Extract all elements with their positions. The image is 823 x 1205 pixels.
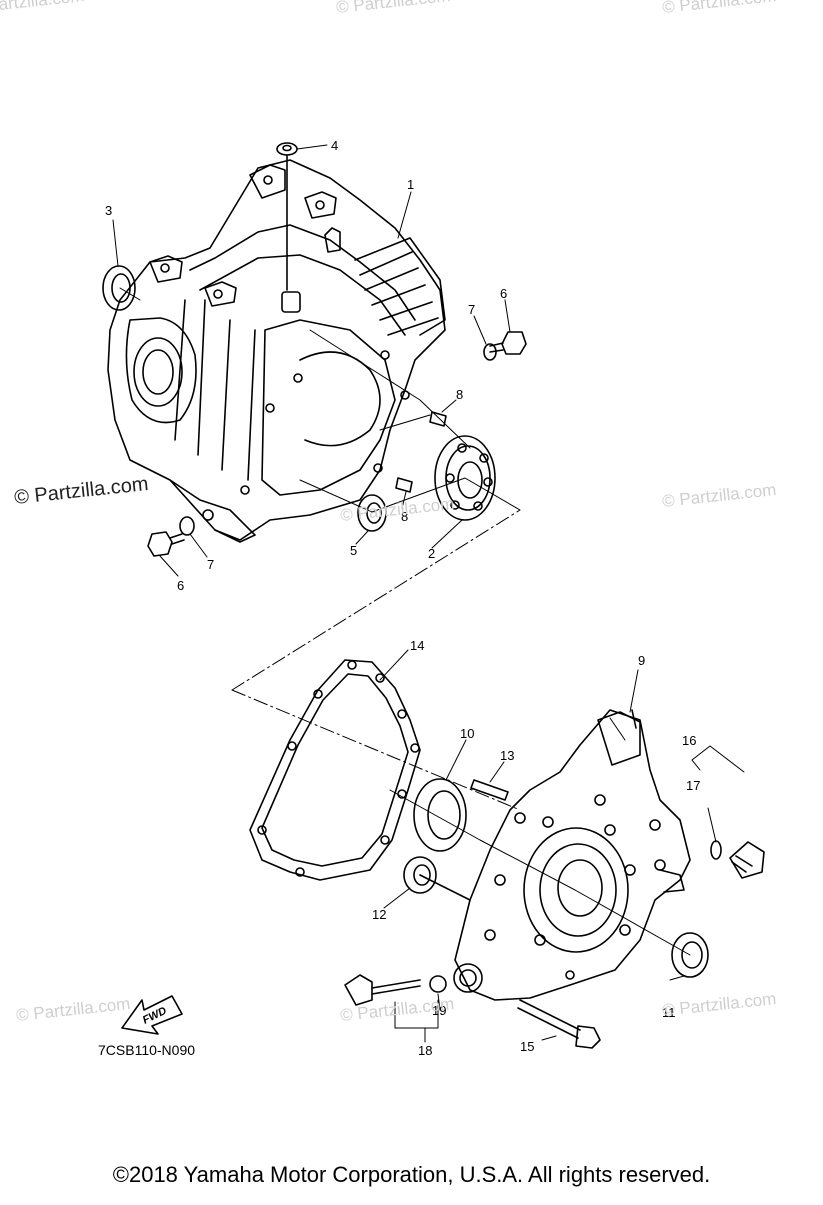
- callout-7-lower: 7: [207, 557, 214, 572]
- callout-12: 12: [372, 907, 386, 922]
- o-ring-17-part: [710, 840, 722, 860]
- callout-8-upper: 8: [456, 387, 463, 402]
- leader-lines: [112, 144, 745, 1043]
- washer-7-lower-part: [179, 516, 195, 536]
- copyright-notice: ©2018 Yamaha Motor Corporation, U.S.A. A…: [112, 1162, 711, 1187]
- callout-4: 4: [331, 138, 338, 153]
- callout-numbers: 1 2 3 4 5 6 6 7 7 8 8 9 10 11 12 13 14 1…: [105, 138, 700, 1058]
- dowel-8-upper-part: [429, 411, 447, 427]
- crankcase-cover-9-part: [453, 709, 691, 1001]
- callout-7-upper: 7: [468, 302, 475, 317]
- oil-seal-5-part: [357, 494, 387, 532]
- callout-1: 1: [407, 177, 414, 192]
- callout-18: 18: [418, 1043, 432, 1058]
- crankcase-part: [107, 159, 446, 543]
- bolt-6-lower-part: [147, 531, 185, 557]
- callout-6-upper: 6: [500, 286, 507, 301]
- o-ring-19-part: [429, 975, 447, 993]
- callout-5: 5: [350, 543, 357, 558]
- diagram-code: 7CSB110-N090: [98, 1042, 196, 1058]
- fwd-label: FWD: [141, 1005, 169, 1027]
- drain-plug-16-part: [729, 841, 765, 879]
- callout-6-lower: 6: [177, 578, 184, 593]
- oil-seal-11-part: [671, 932, 709, 978]
- oil-seal-10-part: [413, 778, 467, 852]
- callout-9: 9: [638, 653, 645, 668]
- callout-3: 3: [105, 203, 112, 218]
- callout-2: 2: [428, 546, 435, 561]
- callout-10: 10: [460, 726, 474, 741]
- oil-seal-3-part: [102, 265, 136, 311]
- dipstick-18-part: [344, 974, 421, 1006]
- dowel-8-lower-part: [395, 477, 413, 493]
- callout-13: 13: [500, 748, 514, 763]
- oil-seal-12-part: [403, 856, 437, 894]
- gasket-14-part: [249, 659, 421, 881]
- callout-15: 15: [520, 1039, 534, 1054]
- callout-8-lower: 8: [401, 509, 408, 524]
- bolt-15-part: [517, 999, 601, 1049]
- callout-19: 19: [432, 1003, 446, 1018]
- callout-14: 14: [410, 638, 424, 653]
- washer-7-upper-part: [483, 343, 497, 361]
- callout-17: 17: [686, 778, 700, 793]
- washer-4-part: [276, 142, 298, 291]
- fwd-arrow-icon: [121, 995, 183, 1035]
- dowel-pin-13-part: [470, 779, 509, 801]
- callout-11: 11: [662, 1005, 676, 1020]
- callout-16: 16: [682, 733, 696, 748]
